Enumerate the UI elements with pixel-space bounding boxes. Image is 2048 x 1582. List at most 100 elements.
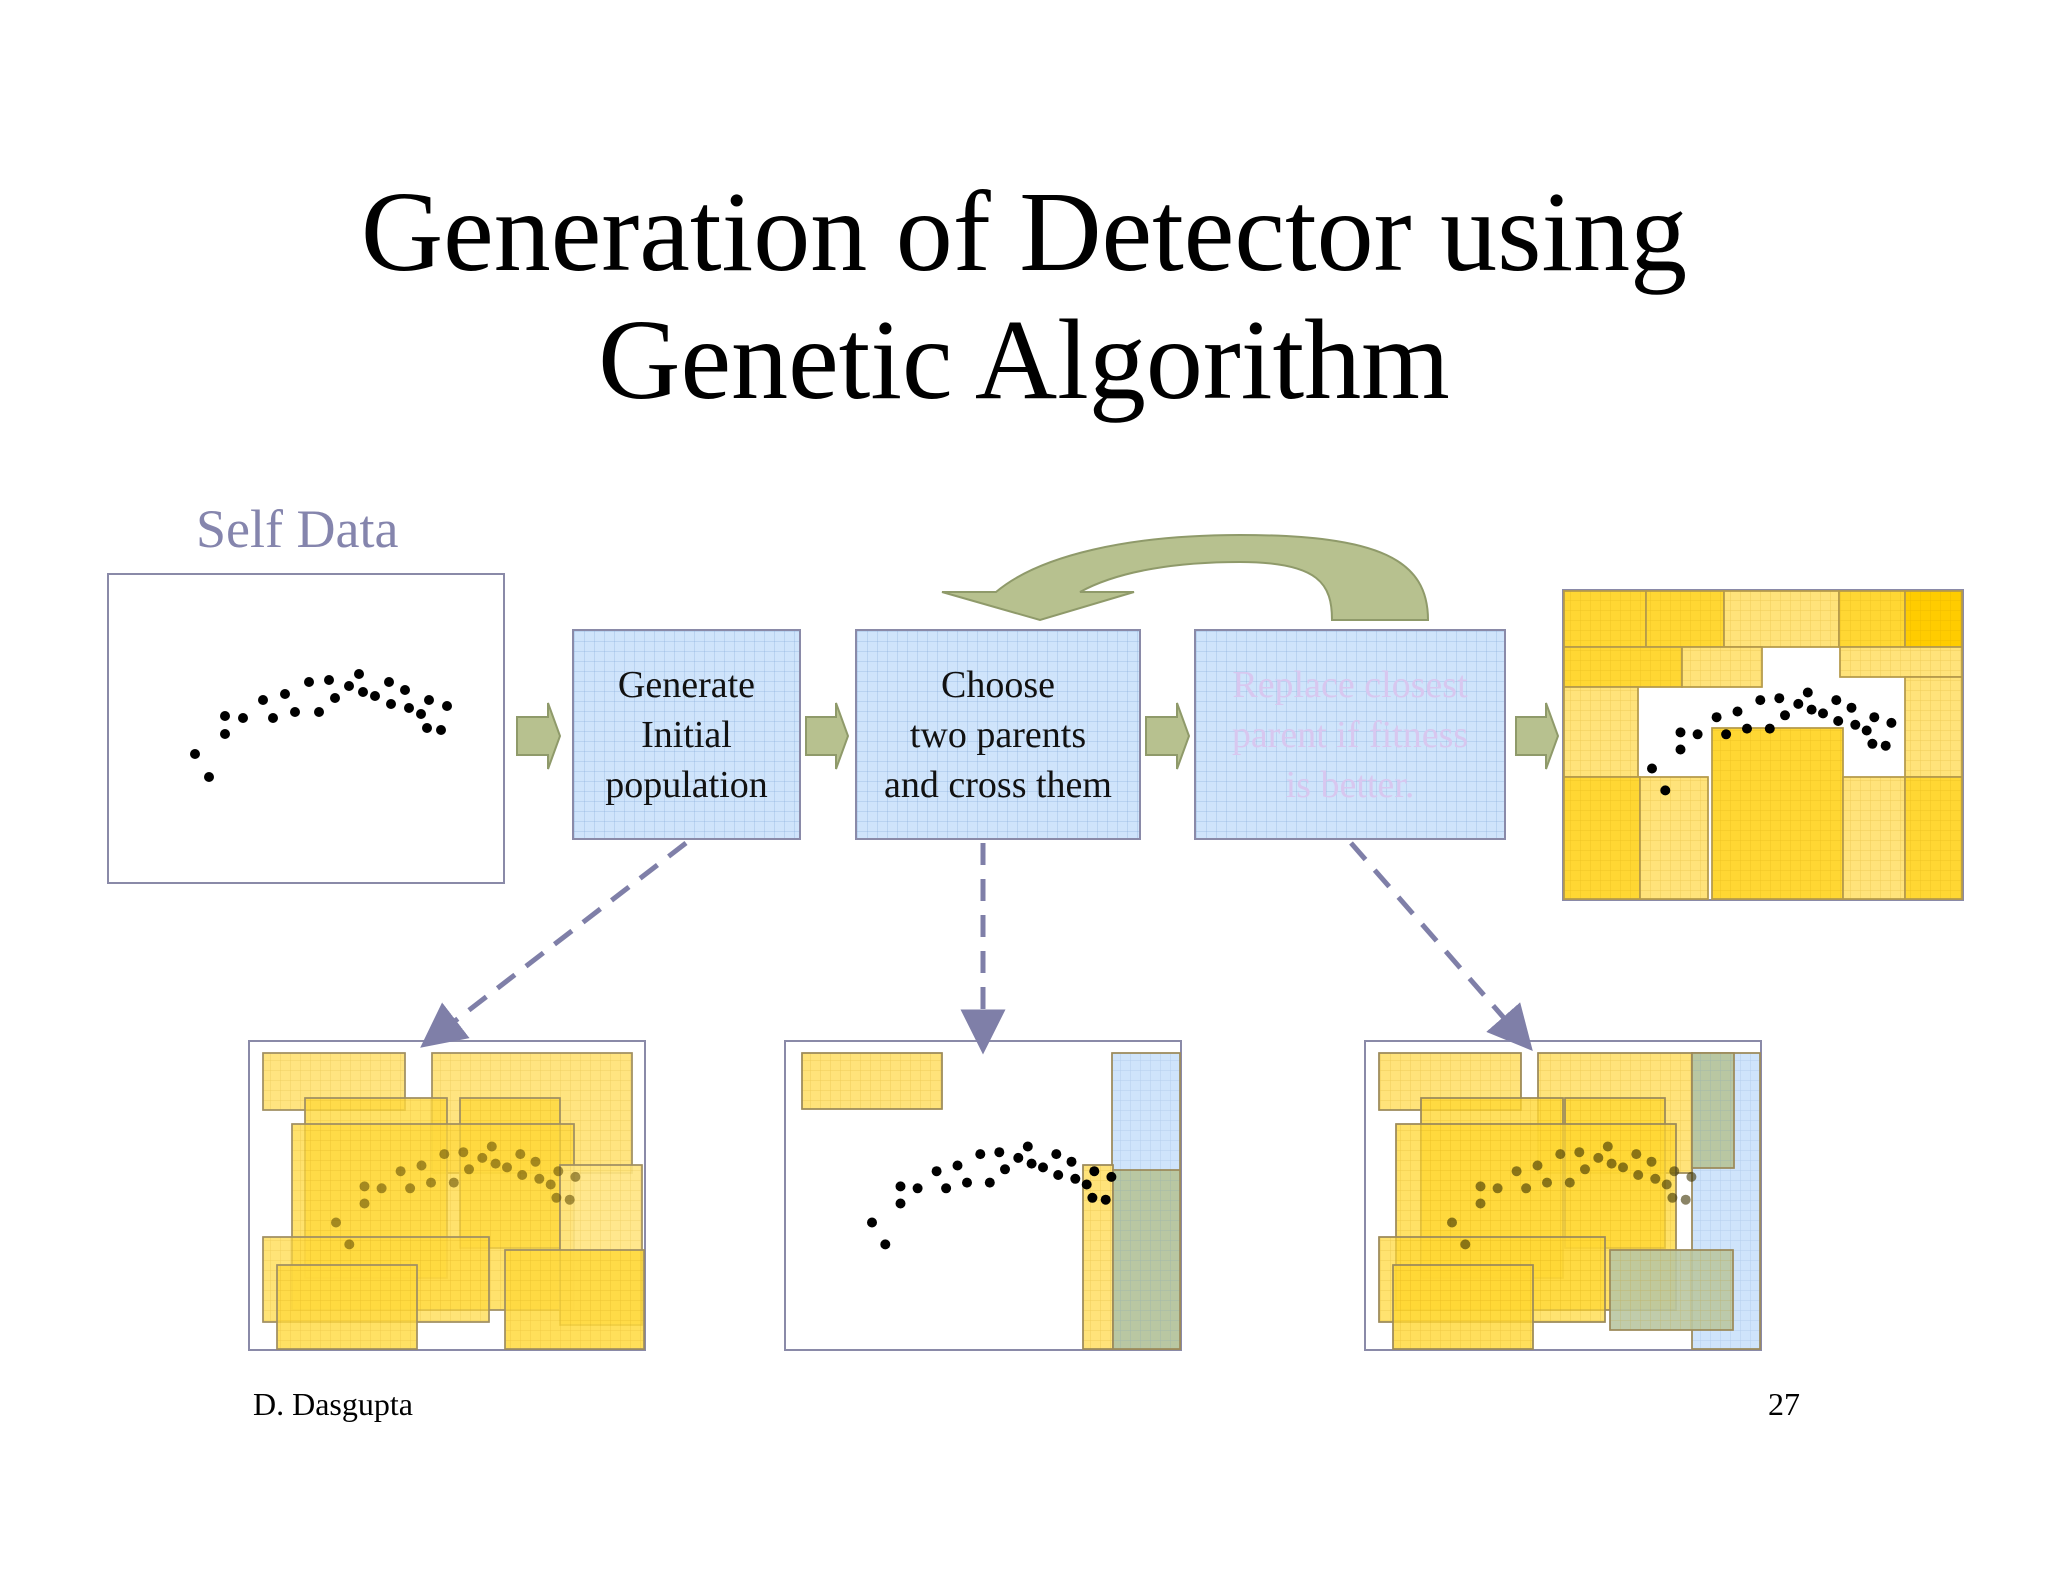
data-point (867, 1217, 877, 1228)
step-choose-parents: Choose two parents and cross them (855, 629, 1141, 840)
data-point (962, 1177, 972, 1188)
data-point (330, 693, 340, 703)
title-line-2: Genetic Algorithm (598, 296, 1450, 423)
data-point (1070, 1173, 1081, 1184)
data-point (1593, 1152, 1604, 1163)
data-point (941, 1183, 952, 1194)
data-point (564, 1194, 575, 1205)
crossover-detectors (801, 1052, 1181, 1350)
replacement-detectors (1378, 1052, 1761, 1350)
data-point (376, 1183, 387, 1194)
dashed-arrow (420, 841, 688, 1048)
data-point (994, 1147, 1005, 1158)
data-point (1618, 1162, 1628, 1173)
data-point (1022, 1141, 1033, 1152)
data-point (220, 711, 230, 721)
data-point (424, 695, 434, 705)
data-point (359, 1198, 370, 1209)
data-point (1606, 1158, 1617, 1169)
data-point (1542, 1177, 1552, 1188)
dashed-connectors (420, 841, 1533, 1055)
data-point (1555, 1149, 1566, 1160)
data-point (268, 713, 278, 723)
data-point (490, 1158, 501, 1169)
data-point (477, 1152, 488, 1163)
right-block-arrow-icon (1515, 702, 1560, 770)
crossover-points (867, 1141, 1117, 1250)
data-point (1633, 1170, 1644, 1180)
data-point (1802, 687, 1813, 698)
data-point (1460, 1239, 1471, 1250)
right-block-arrow-icon (1145, 702, 1191, 770)
data-point (1100, 1194, 1111, 1205)
data-point (1680, 1194, 1691, 1205)
data-point (220, 729, 230, 739)
data-point (204, 772, 214, 782)
data-point (304, 677, 314, 687)
initial-population-points (331, 1141, 581, 1250)
data-point (1038, 1162, 1048, 1173)
data-point (370, 691, 380, 701)
data-point (1053, 1170, 1064, 1180)
data-point (895, 1198, 906, 1209)
data-point (1774, 693, 1785, 704)
data-point (1000, 1164, 1010, 1175)
data-point (1780, 710, 1790, 721)
data-point (1831, 695, 1842, 706)
data-point (1602, 1141, 1613, 1152)
footer-page-number: 27 (1768, 1386, 1800, 1422)
data-point (359, 1181, 370, 1192)
data-point (464, 1164, 474, 1175)
data-point (386, 699, 396, 709)
data-point (1574, 1147, 1585, 1158)
data-point (439, 1149, 450, 1160)
data-point (384, 677, 394, 687)
step-generate-population: Generate Initial population (572, 629, 801, 840)
data-point (1818, 708, 1828, 719)
data-point (290, 707, 300, 717)
data-point (436, 725, 446, 735)
data-point (1475, 1198, 1486, 1209)
data-point (1106, 1171, 1117, 1182)
data-point (1564, 1177, 1575, 1188)
data-point (416, 709, 426, 719)
data-point (1013, 1152, 1024, 1163)
data-point (1650, 1173, 1661, 1184)
right-block-arrow-icon (516, 702, 562, 770)
data-point (314, 707, 324, 717)
data-point (1675, 727, 1686, 738)
self-data-points (190, 669, 452, 782)
data-point (258, 695, 268, 705)
data-point (358, 687, 368, 697)
data-point (1087, 1192, 1098, 1203)
self-data-label: Self Data (196, 499, 399, 559)
data-point (1447, 1217, 1457, 1228)
data-point (984, 1177, 995, 1188)
data-point (952, 1160, 963, 1171)
data-point (1867, 738, 1878, 749)
data-point (1764, 723, 1775, 734)
data-point (517, 1170, 528, 1180)
data-point (416, 1160, 427, 1171)
data-point (1886, 717, 1897, 728)
data-point (1532, 1160, 1543, 1171)
data-point (931, 1166, 942, 1177)
data-point (1492, 1183, 1503, 1194)
data-point (324, 675, 334, 685)
data-point (515, 1149, 526, 1160)
data-point (354, 669, 364, 679)
data-point (486, 1141, 497, 1152)
data-point (1511, 1166, 1522, 1177)
data-point (280, 689, 290, 699)
data-point (400, 685, 410, 695)
data-point (895, 1181, 906, 1192)
flow-arrows (516, 702, 1560, 770)
replacement-points (1447, 1141, 1697, 1250)
data-point (534, 1173, 545, 1184)
data-point (1742, 723, 1752, 734)
data-point (238, 713, 248, 723)
data-point (1660, 785, 1671, 796)
data-point (880, 1239, 891, 1250)
title-line-1: Generation of Detector using (360, 168, 1688, 295)
